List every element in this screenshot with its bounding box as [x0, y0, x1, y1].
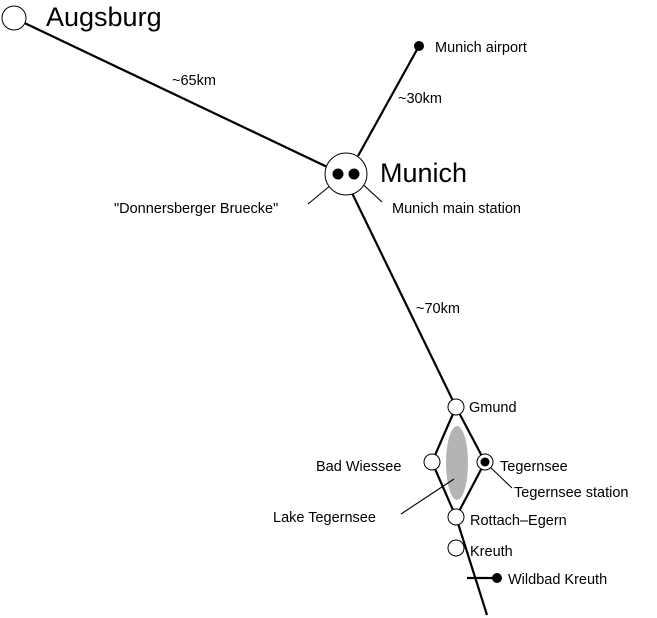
tegernsee-station-icon	[480, 457, 490, 467]
munich-label: Munich	[380, 158, 467, 188]
munich-node-icon	[324, 152, 368, 196]
leader-lake	[400, 478, 455, 515]
lake-shape	[446, 426, 468, 500]
bad-wiessee-node-icon	[423, 453, 441, 471]
gmund-node-icon	[447, 398, 465, 416]
munich-main-station-label: Munich main station	[392, 201, 521, 217]
augsburg-label: Augsburg	[46, 2, 162, 32]
rottach-label: Rottach–Egern	[470, 513, 567, 529]
gmund-label: Gmund	[469, 400, 517, 416]
wildbad-node-icon	[492, 573, 502, 583]
wildbad-label: Wildbad Kreuth	[508, 572, 607, 588]
munich-airport-label: Munich airport	[435, 40, 527, 56]
distance-munich-gmund: ~70km	[416, 301, 460, 317]
augsburg-node-icon	[1, 5, 27, 31]
road-munich-gmund	[351, 192, 457, 408]
road-to-kreuth	[454, 516, 489, 616]
tegernsee-label: Tegernsee	[500, 459, 568, 475]
distance-airport-munich: ~30km	[398, 91, 442, 107]
rottach-node-icon	[447, 508, 465, 526]
road-airport-munich	[357, 45, 420, 157]
road-augsburg-munich	[13, 17, 343, 175]
airport-node-icon	[414, 41, 424, 51]
kreuth-label: Kreuth	[470, 544, 513, 560]
kreuth-node-icon	[447, 539, 465, 557]
lake-label: Lake Tegernsee	[273, 510, 376, 526]
leader-tegernsee-station	[487, 464, 513, 489]
bad-wiessee-label: Bad Wiessee	[316, 459, 401, 475]
donnersberger-label: "Donnersberger Bruecke"	[114, 201, 278, 217]
donnersberger-station-icon	[332, 168, 344, 180]
tegernsee-station-label: Tegernsee station	[514, 485, 628, 501]
distance-augsburg-munich: ~65km	[172, 73, 216, 89]
munich-main-station-icon	[348, 168, 360, 180]
